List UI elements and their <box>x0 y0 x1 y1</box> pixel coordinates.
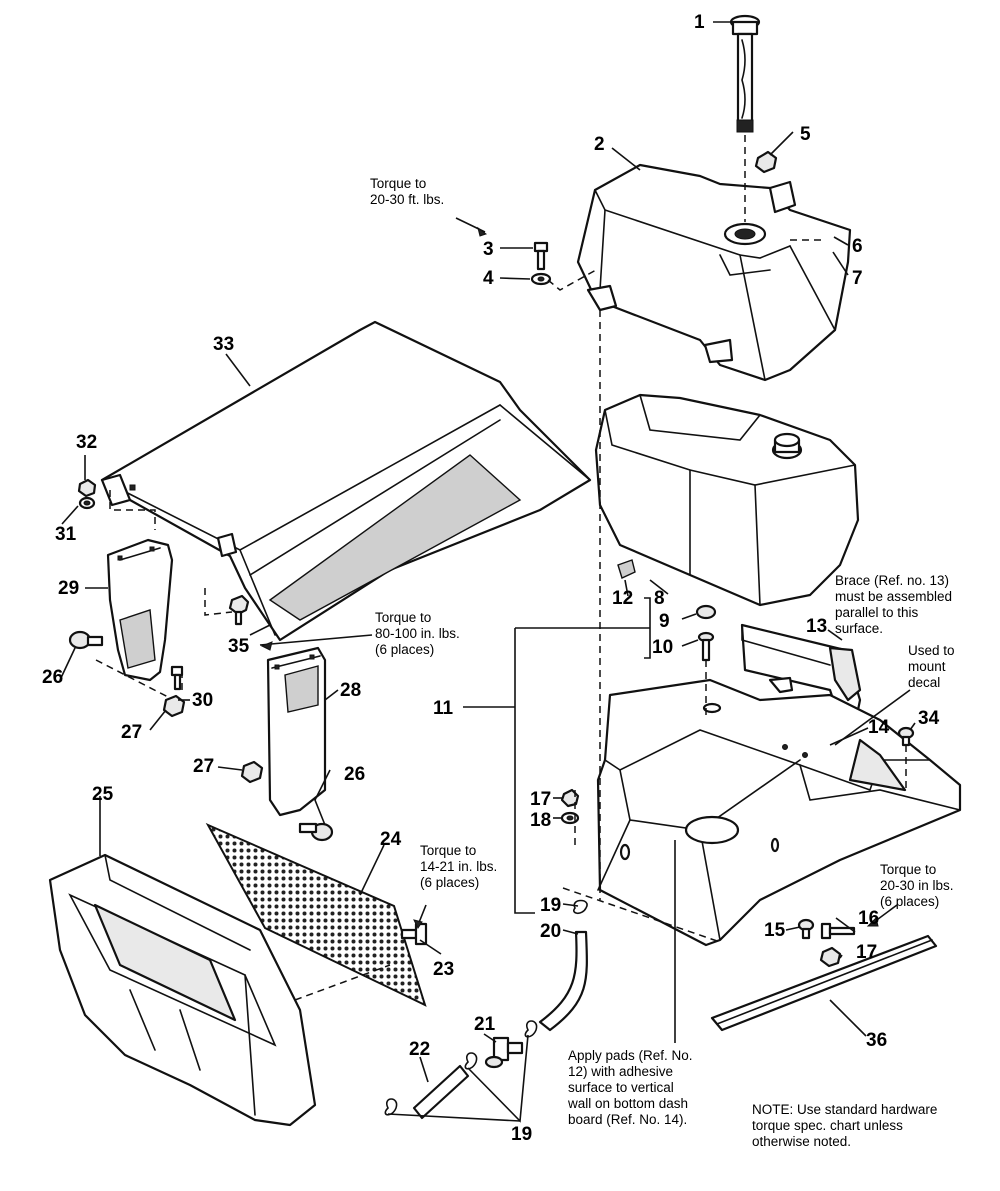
washer-part-4 <box>530 272 552 286</box>
note-apply-pads: Apply pads (Ref. No. 12) with adhesive s… <box>567 1048 696 1127</box>
callout-7: 7 <box>852 268 863 289</box>
note-torque-20-30-in: Torque to 20-30 in lbs. (6 places) <box>880 862 957 909</box>
callout-4: 4 <box>483 268 494 289</box>
callout-15: 15 <box>764 920 786 941</box>
callout-32: 32 <box>76 432 97 453</box>
grille-frame-part-25 <box>48 853 317 1127</box>
grommet-part-15 <box>797 918 815 940</box>
callout-6: 6 <box>852 236 863 257</box>
nut-part-17 <box>560 788 580 808</box>
fuel-hose-part-20 <box>538 930 588 1032</box>
callout-31: 31 <box>55 524 77 545</box>
callout-20: 20 <box>540 921 561 942</box>
hose-clamp-part-19-upper <box>573 899 588 915</box>
trim-strip-part-36 <box>710 934 938 1032</box>
callout-17-upper: 17 <box>530 789 551 810</box>
callout-16: 16 <box>858 908 879 929</box>
nut-part-27-left <box>162 694 186 718</box>
callout-2: 2 <box>594 134 605 155</box>
callout-19-upper: 19 <box>540 895 561 916</box>
callout-34: 34 <box>918 708 940 729</box>
callout-28: 28 <box>340 680 361 701</box>
callout-26-left: 26 <box>42 667 63 688</box>
callout-10: 10 <box>652 637 673 658</box>
bolt-part-26-right <box>298 822 334 842</box>
callout-13: 13 <box>806 616 827 637</box>
callout-26-right: 26 <box>344 764 365 785</box>
brace-part-13 <box>740 623 862 727</box>
note-torque-80-100: Torque to 80-100 in. lbs. (6 places) <box>375 610 464 657</box>
callout-35: 35 <box>228 636 250 657</box>
callout-5: 5 <box>800 124 811 145</box>
grommet-part-9 <box>695 604 717 620</box>
hose-clamp-part-19-c <box>384 1098 398 1116</box>
assembly-lines <box>95 135 907 1001</box>
washer-part-31 <box>78 496 96 510</box>
callout-8: 8 <box>654 588 665 609</box>
callout-27-right: 27 <box>193 756 214 777</box>
callout-9: 9 <box>659 611 670 632</box>
note-torque-14-21: Torque to 14-21 in. lbs. (6 places) <box>420 843 501 890</box>
dash-panel-part-33 <box>100 320 592 642</box>
note-general-torque: NOTE: Use standard hardware torque spec.… <box>752 1102 941 1149</box>
callout-23: 23 <box>433 959 454 980</box>
bolt-part-3 <box>533 241 549 271</box>
annotation-notes: Torque to 20-30 ft. lbs. Torque to 80-10… <box>370 176 958 1149</box>
fuel-line-part-22 <box>412 1064 470 1120</box>
callout-29: 29 <box>58 578 79 599</box>
hose-clamp-part-19-b <box>464 1052 478 1070</box>
callout-33: 33 <box>213 334 234 355</box>
note-torque-20-30-ft: Torque to 20-30 ft. lbs. <box>370 176 444 207</box>
callout-11: 11 <box>433 698 454 719</box>
callout-21: 21 <box>474 1014 496 1035</box>
note-decal: Used to mount decal <box>908 643 958 690</box>
bolt-part-26-left <box>68 630 104 650</box>
fuel-tank-shroud-part-2 <box>576 163 852 382</box>
nut-part-17-lower <box>819 946 842 968</box>
callout-18: 18 <box>530 810 551 831</box>
note-brace: Brace (Ref. no. 13) must be assembled pa… <box>835 573 956 636</box>
screw-part-30 <box>170 665 184 691</box>
arrowheads <box>260 226 879 929</box>
bolt-part-35 <box>228 594 250 626</box>
mesh-grille-part-24 <box>205 822 427 1007</box>
bottom-dash-board-part-14 <box>596 678 962 947</box>
nut-part-5 <box>754 150 778 174</box>
callout-numbers: 1 2 3 4 5 6 7 8 9 10 11 12 13 14 15 16 1… <box>42 12 940 1145</box>
callout-30: 30 <box>192 690 213 711</box>
callout-24: 24 <box>380 829 402 850</box>
fuel-gauge-part-1 <box>729 14 761 133</box>
callout-36: 36 <box>866 1030 887 1051</box>
callout-3: 3 <box>483 239 494 260</box>
nut-part-32 <box>77 478 97 498</box>
screw-part-16 <box>820 922 856 940</box>
callout-17-lower: 17 <box>856 942 877 963</box>
adhesive-pad-part-12 <box>617 559 636 579</box>
callout-19-lower: 19 <box>511 1124 532 1145</box>
callout-1: 1 <box>694 12 705 33</box>
callout-22: 22 <box>409 1039 430 1060</box>
callout-12: 12 <box>612 588 633 609</box>
callout-25: 25 <box>92 784 114 805</box>
callout-14: 14 <box>868 717 890 738</box>
fuel-tank-part-8 <box>594 393 860 607</box>
bracket-part-28 <box>266 646 327 817</box>
bolt-part-10 <box>697 631 715 662</box>
nut-part-27-right <box>240 760 264 784</box>
fuel-shutoff-valve-part-21 <box>484 1036 524 1069</box>
callout-27-left: 27 <box>121 722 142 743</box>
hose-clamp-part-19-a <box>524 1020 538 1038</box>
bracket-part-29 <box>106 538 174 682</box>
